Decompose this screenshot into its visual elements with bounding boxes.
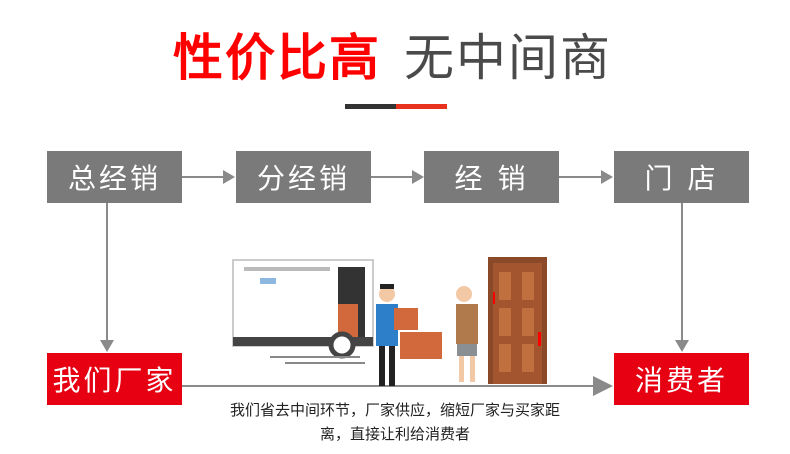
arrow-head-icon: [412, 170, 424, 184]
customer-icon: [456, 286, 478, 382]
title-rest: 无中间商: [404, 29, 612, 87]
arrow-line: [559, 176, 602, 178]
factory-box: 我们厂家: [47, 353, 182, 405]
arrow-line: [371, 176, 413, 178]
title-highlight: 性价比高: [173, 29, 381, 87]
truck-icon: [232, 259, 374, 364]
step-store: 门 店: [614, 151, 749, 203]
step-sub-distributor: 分经销: [236, 151, 371, 203]
description-text: 我们省去中间环节，厂家供应，缩短厂家与买家距 离，直接让利给消费者: [185, 398, 605, 446]
arrow-line: [681, 203, 683, 341]
consumer-box: 消费者: [614, 353, 749, 405]
door-icon: [488, 257, 547, 384]
arrow-line: [106, 203, 108, 341]
step-general-distributor: 总经销: [47, 151, 182, 203]
arrow-head-icon: [223, 170, 235, 184]
divider-red: [396, 104, 447, 109]
step-distributor: 经 销: [424, 151, 559, 203]
divider-dark: [345, 104, 396, 109]
arrow-down-icon: [675, 340, 689, 352]
arrow-head-icon: [601, 170, 613, 184]
arrow-line: [182, 176, 224, 178]
description-line-2: 离，直接让利给消费者: [319, 425, 470, 443]
arrow-down-icon: [100, 340, 114, 352]
delivery-illustration: [232, 257, 547, 386]
direct-arrow-line: [182, 385, 594, 387]
arrow-head-icon: [593, 376, 613, 396]
delivery-man-icon: [376, 284, 442, 386]
description-line-1: 我们省去中间环节，厂家供应，缩短厂家与买家距: [229, 401, 560, 419]
